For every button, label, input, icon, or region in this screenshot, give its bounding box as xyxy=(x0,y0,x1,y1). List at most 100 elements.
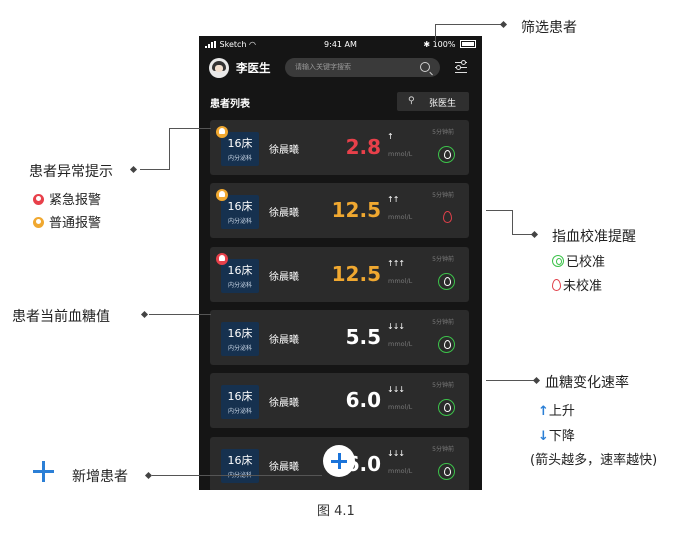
annotation-rate-note: (箭头越多，速率越快) xyxy=(530,453,658,468)
annotation-calibration: 指血校准提醒 xyxy=(552,229,636,245)
trend-arrows: ↓↓↓ xyxy=(387,385,405,394)
wifi-icon: ◠ xyxy=(249,40,257,49)
search-input[interactable]: 请输入关键字搜索 xyxy=(285,58,440,77)
bed-number: 16床 xyxy=(227,264,253,277)
arrow-up-icon: ↑ xyxy=(538,404,549,419)
urgent-alarm-icon xyxy=(216,253,228,265)
bed-number: 16床 xyxy=(227,327,253,340)
calibrated-icon[interactable] xyxy=(438,336,455,353)
legend-up-label: 上升 xyxy=(548,404,575,419)
glucose-value: 5.5 xyxy=(345,325,381,349)
normal-alarm-icon xyxy=(216,189,228,201)
leader-line xyxy=(169,128,170,170)
battery-indicator: ✱ 100% xyxy=(423,40,476,49)
doctor-avatar[interactable] xyxy=(209,58,229,78)
bed-badge: 16床内分泌科 xyxy=(221,322,259,356)
legend-uncalibrated-label: 未校准 xyxy=(563,279,603,294)
patient-name: 徐晨曦 xyxy=(269,462,299,473)
leader-line xyxy=(512,234,534,235)
calibrated-icon[interactable] xyxy=(438,399,455,416)
phone-screen: Sketch ◠ 9:41 AM ✱ 100% 李医生 请输入关键字搜索 患者列… xyxy=(199,36,482,490)
bed-number: 16床 xyxy=(227,390,253,403)
leader-dot xyxy=(140,310,149,319)
legend-up: ↑上升 xyxy=(538,400,575,419)
glucose-unit: mmol/L xyxy=(388,340,413,348)
arrow-down-icon: ↓ xyxy=(538,429,549,444)
bed-badge: 16床内分泌科 xyxy=(221,385,259,419)
legend-down-label: 下降 xyxy=(548,429,575,444)
glucose-unit: mmol/L xyxy=(388,467,413,475)
uncalibrated-icon[interactable] xyxy=(438,209,455,226)
leader-line xyxy=(149,314,211,315)
status-bar: Sketch ◠ 9:41 AM ✱ 100% xyxy=(199,36,482,54)
carrier-indicator: Sketch ◠ xyxy=(205,40,256,49)
time-ago: 5分钟前 xyxy=(432,192,454,199)
signal-icon xyxy=(205,41,217,48)
glucose-value: 12.5 xyxy=(331,262,381,286)
leader-dot xyxy=(499,20,508,29)
patient-name: 徐晨曦 xyxy=(269,335,299,346)
leader-dot xyxy=(530,230,539,239)
leader-line xyxy=(435,24,503,25)
legend-calibrated: 已校准 xyxy=(552,251,605,270)
patient-name: 徐晨曦 xyxy=(269,398,299,409)
leader-line xyxy=(435,24,436,42)
uncalibrated-icon xyxy=(552,279,561,291)
department: 内分泌科 xyxy=(227,345,252,352)
time-ago: 5分钟前 xyxy=(432,446,454,453)
calibrated-icon[interactable] xyxy=(438,463,455,480)
funnel-icon: ⚲ xyxy=(408,96,415,106)
leader-line xyxy=(152,475,322,476)
bed-number: 16床 xyxy=(227,137,253,150)
list-title: 患者列表 xyxy=(210,99,250,110)
annotation-filter: 筛选患者 xyxy=(521,20,577,36)
patient-name: 徐晨曦 xyxy=(269,208,299,219)
department: 内分泌科 xyxy=(227,218,252,225)
trend-arrows: ↑↑ xyxy=(387,195,399,204)
leader-line xyxy=(486,210,513,211)
leader-line xyxy=(169,128,211,129)
calibrated-icon[interactable] xyxy=(438,273,455,290)
search-icon[interactable] xyxy=(420,62,430,72)
filter-icon[interactable] xyxy=(454,59,469,74)
annotation-rate: 血糖变化速率 xyxy=(545,375,629,391)
battery-level: 100% xyxy=(432,40,456,49)
leader-dot xyxy=(144,471,153,480)
legend-calibrated-label: 已校准 xyxy=(566,255,606,270)
search-placeholder: 请输入关键字搜索 xyxy=(295,63,351,71)
legend-normal: 普通报警 xyxy=(33,212,101,231)
bluetooth-icon: ✱ xyxy=(423,40,431,49)
bed-badge: 16床内分泌科 xyxy=(221,132,259,166)
add-patient-legend-icon xyxy=(33,461,54,482)
urgent-alarm-icon xyxy=(33,194,44,205)
legend-urgent-label: 紧急报警 xyxy=(49,193,102,208)
doctor-filter-button[interactable]: ⚲ 张医生 xyxy=(397,92,469,111)
time-ago: 5分钟前 xyxy=(432,256,454,263)
patient-name: 徐晨曦 xyxy=(269,272,299,283)
trend-arrows: ↑↑↑ xyxy=(387,259,405,268)
glucose-value: 6.0 xyxy=(345,388,381,412)
doctor-name: 李医生 xyxy=(236,61,271,75)
carrier-name: Sketch xyxy=(219,40,247,49)
normal-alarm-icon xyxy=(216,126,228,138)
department: 内分泌科 xyxy=(227,408,252,415)
bed-badge: 16床内分泌科 xyxy=(221,259,259,293)
bed-number: 16床 xyxy=(227,200,253,213)
calibrated-icon[interactable] xyxy=(438,146,455,163)
bed-badge: 16床内分泌科 xyxy=(221,195,259,229)
glucose-value: 2.8 xyxy=(345,135,381,159)
legend-urgent: 紧急报警 xyxy=(33,189,101,208)
legend-down: ↓下降 xyxy=(538,425,575,444)
battery-icon xyxy=(460,40,476,48)
department: 内分泌科 xyxy=(227,155,252,162)
bed-number: 16床 xyxy=(227,454,253,467)
glucose-unit: mmol/L xyxy=(388,277,413,285)
department: 内分泌科 xyxy=(227,282,252,289)
add-patient-button[interactable] xyxy=(323,445,355,477)
